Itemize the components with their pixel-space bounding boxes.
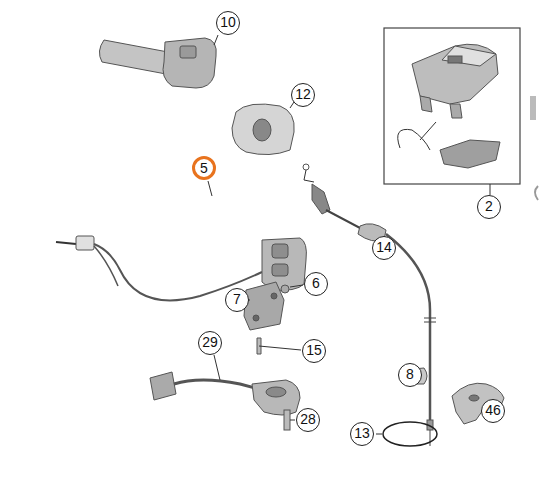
callout-number: 46 bbox=[481, 399, 505, 423]
callout-number: 10 bbox=[216, 11, 240, 35]
callout-number: 29 bbox=[198, 331, 222, 355]
callout-number: 5 bbox=[192, 156, 216, 180]
callout-number: 8 bbox=[398, 363, 422, 387]
callout-number: 2 bbox=[477, 195, 501, 219]
callout-number: 13 bbox=[350, 422, 374, 446]
callout-number: 28 bbox=[296, 408, 320, 432]
callout-number: 15 bbox=[302, 339, 326, 363]
callout-number: 6 bbox=[304, 272, 328, 296]
callout-number: 7 bbox=[225, 288, 249, 312]
callout-number: 14 bbox=[372, 236, 396, 260]
callout-number: 12 bbox=[291, 83, 315, 107]
